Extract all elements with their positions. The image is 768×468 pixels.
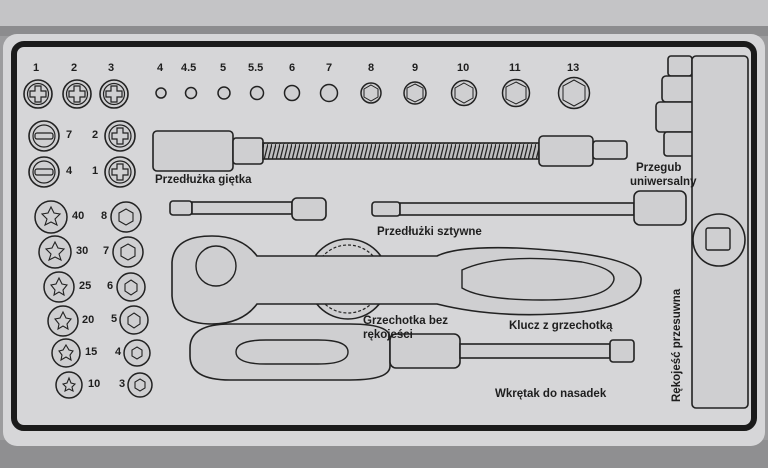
- rigid-extensions-label: Przedłużki sztywne: [377, 226, 482, 238]
- socket-label-4-5: 4.5: [181, 62, 197, 74]
- phillips-bit-recess-1: [23, 79, 53, 109]
- socket-label-5: 5: [220, 62, 227, 74]
- socket-recess-9: [403, 81, 427, 105]
- torx-label-10: 10: [88, 378, 101, 390]
- socket-label-9: 9: [412, 62, 419, 74]
- universal-joint-recess: [655, 55, 703, 157]
- sliding-bar-recess: [691, 55, 749, 409]
- ratchet-wrench-label: Klucz z grzechotką: [509, 320, 613, 332]
- phillips-bit-recess-side-1: [104, 156, 136, 188]
- ratchet-wrench-recess: [171, 235, 642, 325]
- flat-bit-recess-4: [28, 156, 60, 188]
- socket-label-5-5: 5.5: [248, 62, 264, 74]
- bit-driver-label: Wkrętak do nasadek: [495, 388, 607, 400]
- socket-recess-7: [319, 83, 339, 103]
- phillips-label-1: 1: [92, 165, 99, 177]
- hex-label-4: 4: [115, 346, 122, 358]
- hex-label-5: 5: [111, 313, 118, 325]
- phillips-bit-recess-2: [62, 79, 92, 109]
- case-frame-top: [0, 26, 768, 36]
- phillips-bit-recess-3: [99, 79, 129, 109]
- socket-label-4: 4: [157, 62, 164, 74]
- flat-label-4: 4: [66, 165, 73, 177]
- phillips-label-2: 2: [92, 129, 99, 141]
- phillips-bit-recess-side-2: [104, 120, 136, 152]
- tray-border: [11, 41, 757, 431]
- torx-label-20: 20: [82, 314, 95, 326]
- hex-label-6: 6: [107, 280, 114, 292]
- socket-recess-4: [155, 87, 167, 99]
- socket-recess-11: [501, 78, 531, 108]
- ratchet-head-label-line1: Grzechotka bez: [363, 315, 448, 327]
- tip-label-3: 3: [108, 62, 115, 74]
- bit-driver-recess: [189, 323, 635, 381]
- torx-label-25: 25: [79, 280, 92, 292]
- socket-recess-13: [557, 76, 591, 110]
- universal-joint-label-line1: Przegub: [636, 162, 682, 174]
- torx-label-15: 15: [85, 346, 98, 358]
- socket-label-11: 11: [509, 62, 521, 74]
- flat-label-7: 7: [66, 129, 73, 141]
- sliding-bar-label: Rękojeść przesuwna: [671, 288, 683, 402]
- hex-label-8: 8: [101, 210, 108, 222]
- socket-label-13: 13: [567, 62, 580, 74]
- torx-bit-recesses: [34, 200, 83, 399]
- socket-label-10: 10: [457, 62, 470, 74]
- socket-recess-4-5: [184, 86, 198, 100]
- tip-label-2: 2: [71, 62, 78, 74]
- flexible-extension-label: Przedłużka giętka: [155, 174, 252, 186]
- socket-recess-5-5: [249, 85, 265, 101]
- hex-label-7: 7: [103, 245, 110, 257]
- torx-label-40: 40: [72, 210, 85, 222]
- hex-label-3: 3: [119, 378, 126, 390]
- rigid-extension-long-recess: [371, 190, 687, 226]
- torx-label-30: 30: [76, 245, 89, 257]
- tip-label-1: 1: [33, 62, 40, 74]
- socket-label-6: 6: [289, 62, 296, 74]
- flexible-extension-recess: [152, 130, 628, 172]
- hex-bit-recesses: [110, 201, 153, 398]
- flat-bit-recess-7: [28, 120, 60, 152]
- socket-label-7: 7: [326, 62, 333, 74]
- socket-recess-5: [217, 86, 231, 100]
- socket-label-8: 8: [368, 62, 375, 74]
- socket-recess-6: [283, 84, 301, 102]
- ratchet-head-label-line2: rękojeści: [363, 329, 413, 341]
- rigid-extension-short-recess: [169, 197, 327, 221]
- case-lid: [0, 0, 768, 30]
- universal-joint-label-line2: uniwersalny: [630, 176, 697, 188]
